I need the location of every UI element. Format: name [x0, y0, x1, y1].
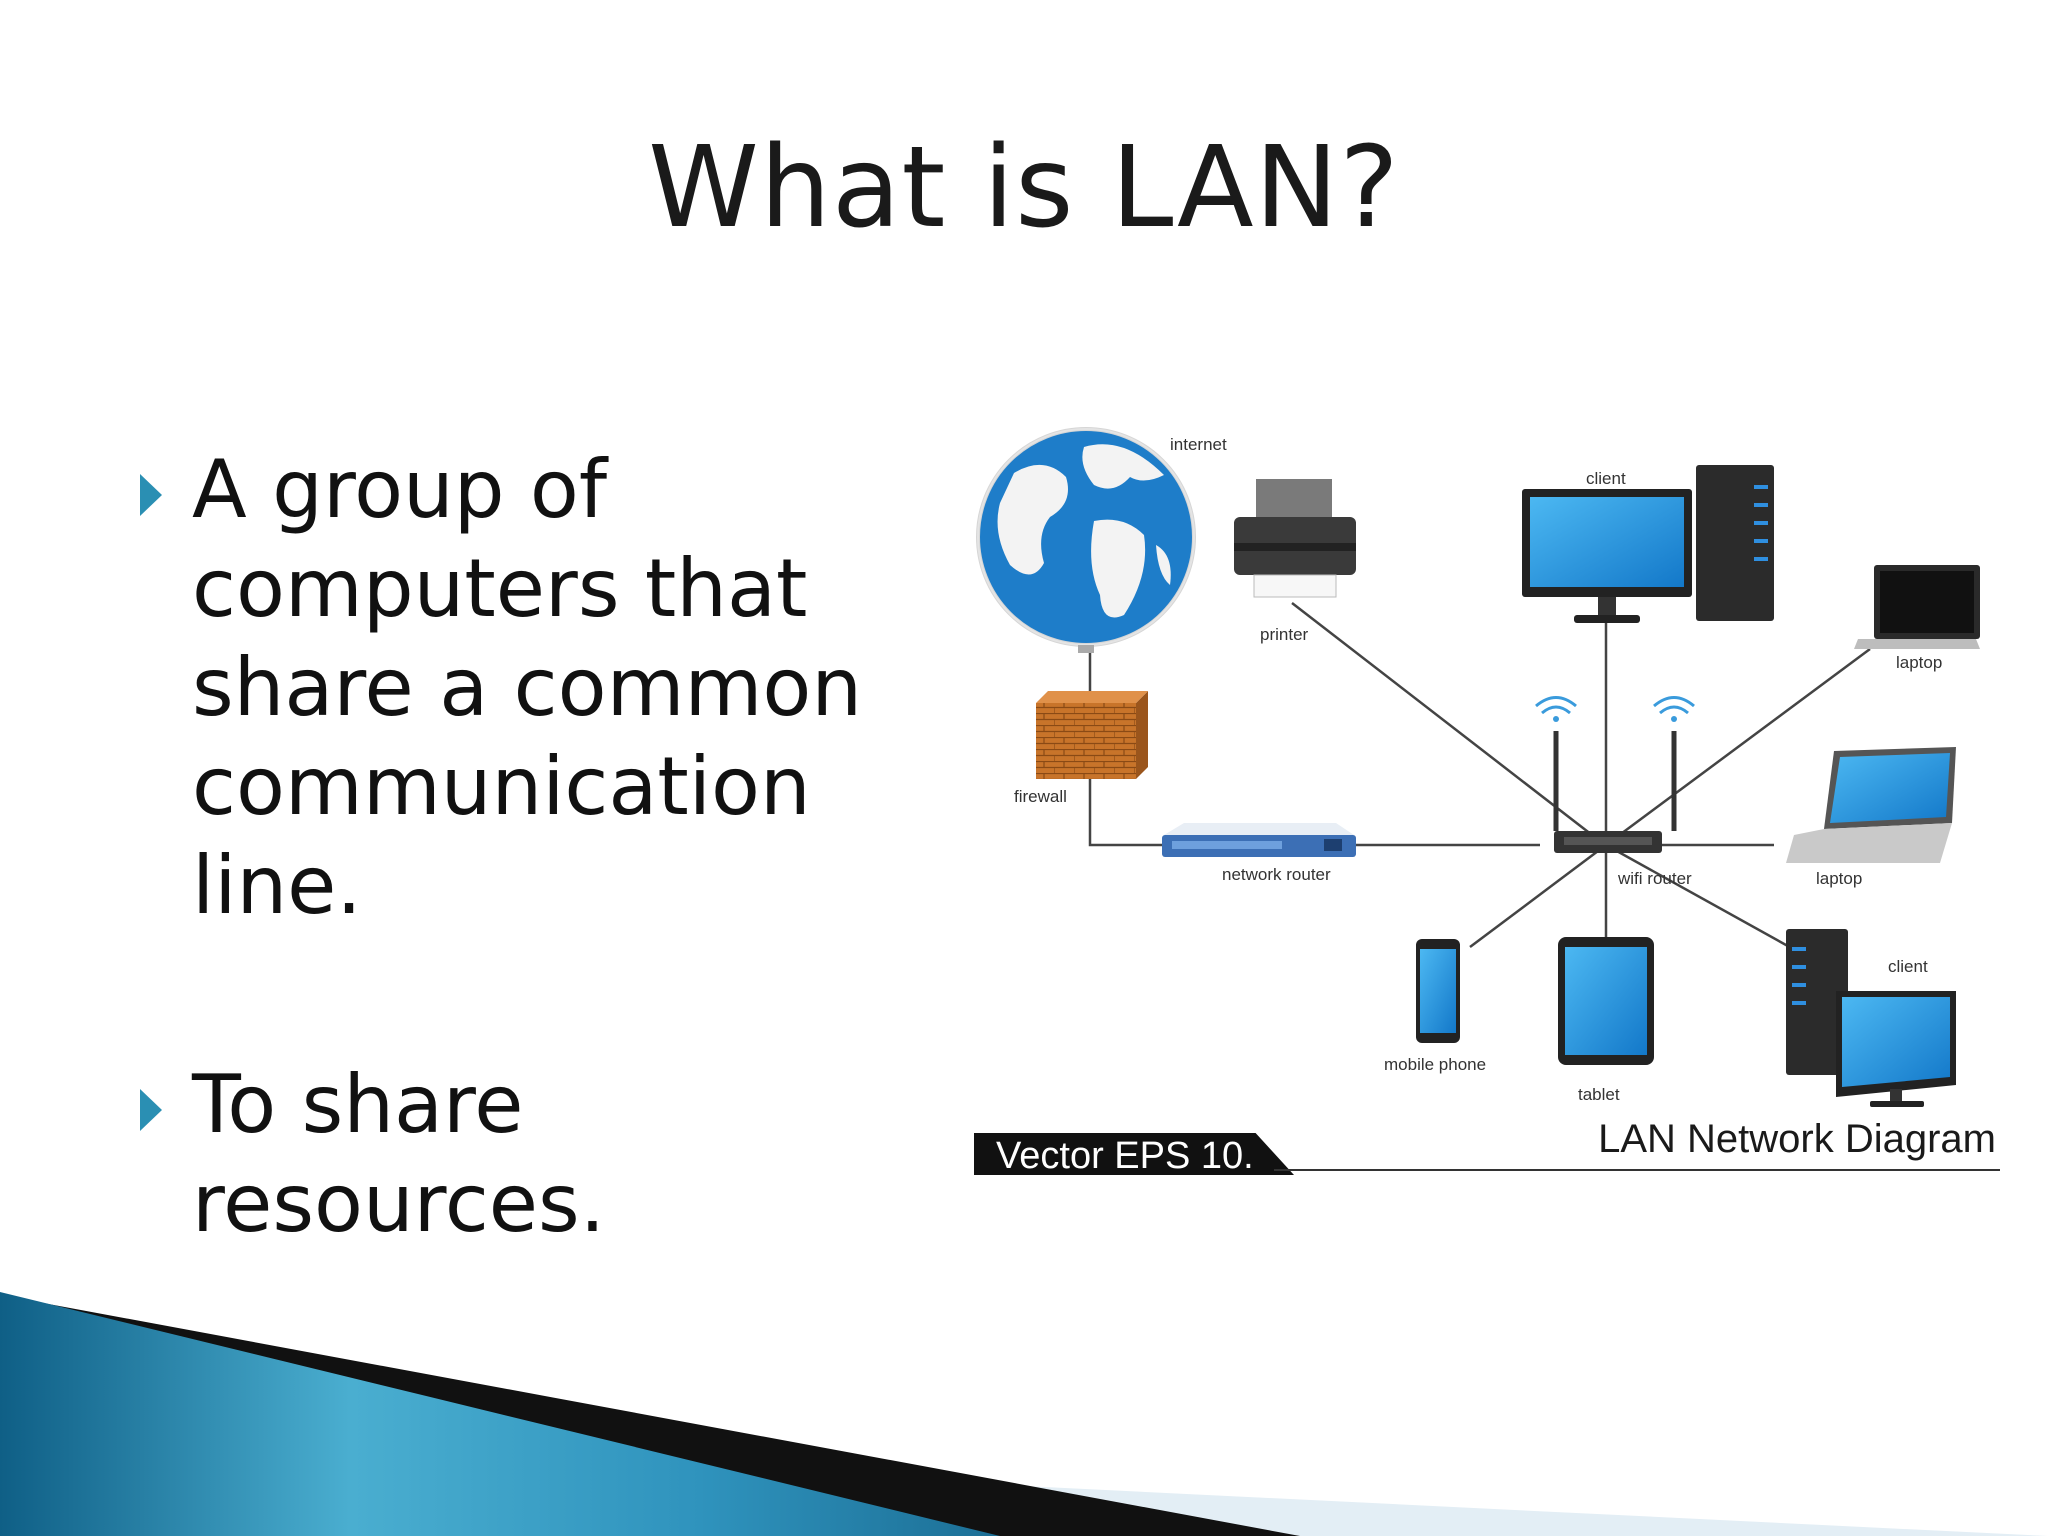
- caption-bar: [974, 1133, 1294, 1175]
- bullet-arrow-icon: [140, 1089, 162, 1131]
- laptop-icon: [1786, 747, 1956, 863]
- label-network-router: network router: [1222, 865, 1331, 884]
- label-printer: printer: [1260, 625, 1309, 644]
- bullet-item: To share resources.: [130, 1055, 930, 1253]
- label-client-bottom: client: [1888, 957, 1928, 976]
- label-mobile-phone: mobile phone: [1384, 1055, 1487, 1074]
- bullet-text: A group of computers that share a common…: [192, 443, 863, 932]
- desktop-computer-icon: [1522, 465, 1774, 623]
- laptop-icon: [1854, 565, 1980, 649]
- label-firewall: firewall: [1014, 787, 1067, 806]
- caption-diagram-title: LAN Network Diagram: [1598, 1117, 1996, 1161]
- label-wifi-router: wifi router: [1618, 869, 1692, 888]
- diagram-graphics: [976, 427, 1980, 1107]
- bullet-item: A group of computers that share a common…: [130, 440, 930, 935]
- label-tablet: tablet: [1578, 1085, 1620, 1104]
- label-laptop-right: laptop: [1816, 869, 1863, 888]
- bullet-list: A group of computers that share a common…: [130, 440, 930, 1253]
- wifi-router-icon: [1535, 696, 1695, 853]
- label-internet: internet: [1170, 435, 1227, 454]
- bullet-text: To share resources.: [192, 1058, 606, 1250]
- caption-divider: [1274, 1169, 2000, 1171]
- decorative-swoosh: [0, 1292, 2048, 1536]
- network-cables: [1088, 602, 1871, 952]
- cable-wifi-phone: [1469, 844, 1607, 948]
- cable-wifi-client-bottom: [1605, 843, 1796, 952]
- lan-network-diagram: internet printer client laptop firewall …: [974, 425, 2000, 1177]
- label-laptop-top: laptop: [1896, 653, 1943, 672]
- label-client-top: client: [1586, 469, 1626, 488]
- tablet-icon: [1558, 937, 1654, 1065]
- cable-wifi-printer: [1291, 602, 1606, 846]
- printer-icon: [1234, 479, 1356, 598]
- desktop-computer-icon: [1786, 929, 1956, 1107]
- cable-firewall-router: [1088, 777, 1174, 847]
- globe-icon: [976, 427, 1196, 653]
- bullet-arrow-icon: [140, 474, 162, 516]
- slide-title: What is LAN?: [648, 123, 1400, 253]
- mobile-phone-icon: [1416, 939, 1460, 1043]
- firewall-icon: [1036, 691, 1148, 779]
- network-router-icon: [1162, 823, 1356, 857]
- cable-wifi-laptop-top: [1605, 647, 1871, 847]
- caption-vector-eps: Vector EPS 10.: [996, 1135, 1254, 1177]
